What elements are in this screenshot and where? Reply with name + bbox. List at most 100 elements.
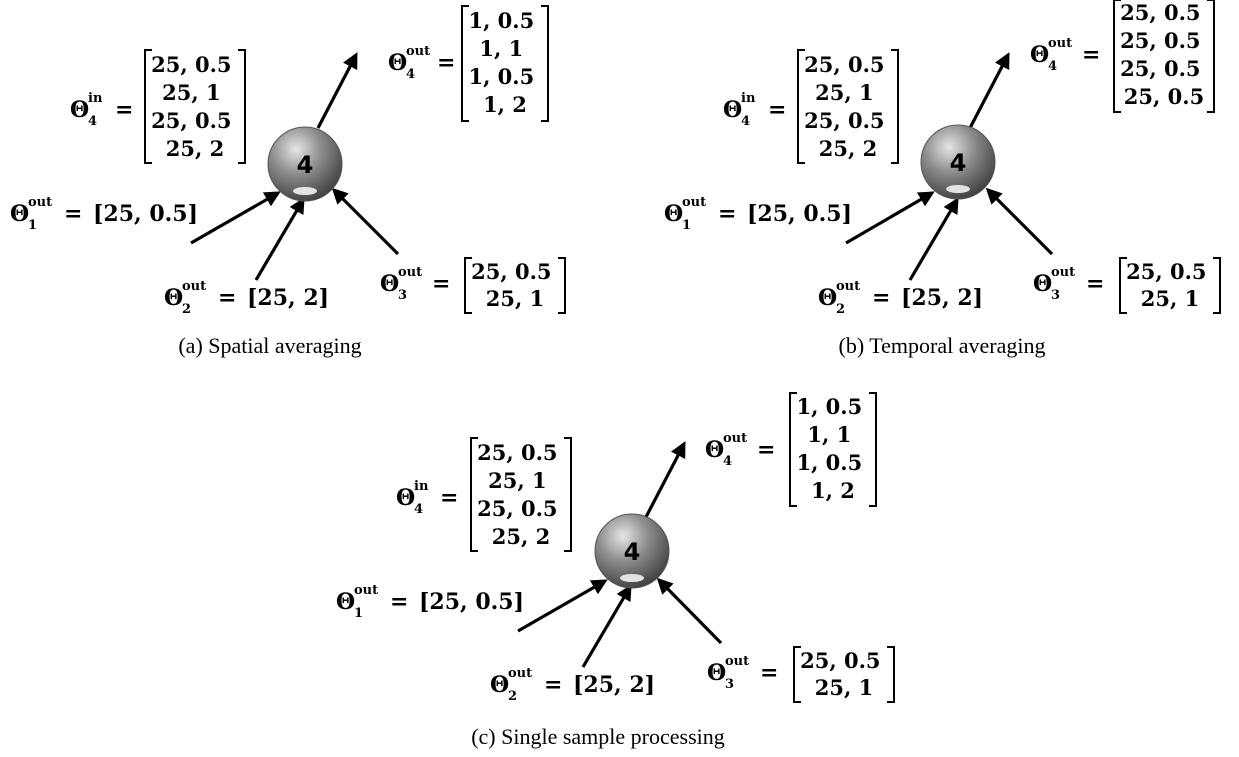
theta-out-2-label: Θ out 2 = [25, 2] xyxy=(490,666,655,704)
panel-c: 4 Θ in 4 = 25, 0.5 25, 1 25, 0.5 25, 2 Θ… xyxy=(336,392,895,749)
svg-text:=: = xyxy=(1082,42,1100,68)
svg-text:=: = xyxy=(440,485,458,511)
svg-text:=: = xyxy=(432,271,450,297)
svg-text:out: out xyxy=(508,666,532,681)
bracket-left xyxy=(144,49,152,164)
arrow-in-3 xyxy=(985,187,1054,256)
svg-text:Θ: Θ xyxy=(723,97,742,123)
svg-text:in: in xyxy=(741,91,756,106)
svg-text:=: = xyxy=(760,660,778,686)
svg-text:=: = xyxy=(115,97,133,123)
theta-out-1-label: Θ out 1 = [25, 0.5] xyxy=(664,195,852,233)
theta-out-3-label: Θ out 3 = 25, 0.5 25, 1 xyxy=(1033,257,1221,314)
svg-text:out: out xyxy=(1048,36,1072,51)
svg-text:4: 4 xyxy=(406,67,415,82)
arrow-in-1 xyxy=(190,191,281,245)
svg-text:25, 0.5 25, 1: 25, 0.5 25, 1 25, 0.5 25, 2 xyxy=(151,52,239,161)
svg-text:Θ: Θ xyxy=(664,201,683,227)
svg-text:out: out xyxy=(406,44,430,59)
svg-text:[25, 2]: [25, 2] xyxy=(901,285,983,311)
node-label: 4 xyxy=(624,538,641,566)
svg-text:Θ: Θ xyxy=(70,97,89,123)
caption: (c) Single sample processing xyxy=(471,724,725,749)
svg-text:25, 0.5 25, 0.5: 25, 0.5 25, 0.5 25, 0.5 25, 0.5 xyxy=(1120,0,1208,109)
arrow-in-1 xyxy=(517,579,608,633)
panel-b: 4 Θ in 4 = 25, 0.5 25, 1 25, 0.5 25, 2 Θ… xyxy=(664,0,1221,358)
svg-text:1: 1 xyxy=(682,218,691,233)
arrow-out-4 xyxy=(968,52,1010,129)
svg-text:Θ: Θ xyxy=(818,285,837,311)
svg-text:Θ: Θ xyxy=(396,485,415,511)
svg-text:1, 0.5 1, 1 1,: 1, 0.5 1, 1 1, 0.5 1, 2 xyxy=(468,8,541,117)
svg-text:out: out xyxy=(836,279,860,294)
svg-text:4: 4 xyxy=(723,454,732,469)
svg-text:[25, 0.5]: [25, 0.5] xyxy=(93,201,198,227)
svg-text:=: = xyxy=(718,201,736,227)
svg-text:out: out xyxy=(682,195,706,210)
svg-text:3: 3 xyxy=(1051,288,1060,303)
svg-text:Θ: Θ xyxy=(705,437,724,463)
svg-text:out: out xyxy=(354,583,378,598)
svg-text:out: out xyxy=(1051,265,1075,280)
svg-text:Θ: Θ xyxy=(164,285,183,311)
arrow-in-3 xyxy=(331,187,400,256)
arrow-out-4 xyxy=(316,52,358,129)
svg-text:25, 0.5 25, 1: 25, 0.5 25, 1 xyxy=(1126,259,1214,311)
svg-text:Θ: Θ xyxy=(490,672,509,698)
svg-text:25, 0.5 25, 1: 25, 0.5 25, 1 xyxy=(471,259,559,311)
svg-text:1: 1 xyxy=(354,606,363,621)
theta-in-label: Θ in 4 = 25, 0.5 25, 1 25, 0.5 25, 2 xyxy=(396,437,572,552)
svg-text:out: out xyxy=(398,265,422,280)
theta-out-2-label: Θ out 2 = [25, 2] xyxy=(164,279,329,317)
svg-text:=: = xyxy=(872,285,890,311)
svg-text:=: = xyxy=(757,437,775,463)
bracket-right xyxy=(238,49,246,164)
svg-text:Θ: Θ xyxy=(388,50,407,76)
svg-text:Θ: Θ xyxy=(1030,42,1049,68)
theta-out-4-label: Θ out 4 = 1, 0.5 1, 1 1, 0.5 1, 2 xyxy=(705,392,877,507)
svg-text:Θ: Θ xyxy=(336,589,355,615)
arrow-in-2 xyxy=(908,197,959,281)
node-4: 4 xyxy=(594,513,670,589)
arrow-in-3 xyxy=(656,577,723,645)
svg-text:2: 2 xyxy=(508,689,517,704)
theta-out-3-label: Θ out 3 = 25, 0.5 25, 1 xyxy=(707,646,895,703)
node-4: 4 xyxy=(920,124,996,200)
svg-text:3: 3 xyxy=(725,677,734,692)
svg-text:4: 4 xyxy=(1048,59,1057,74)
svg-text:Θ: Θ xyxy=(10,201,29,227)
svg-text:=: = xyxy=(544,672,562,698)
node-label: 4 xyxy=(297,151,314,179)
svg-text:4: 4 xyxy=(88,114,97,129)
arrow-in-1 xyxy=(845,191,935,245)
svg-text:1, 0.5 1, 1 1,: 1, 0.5 1, 1 1, 0.5 1, 2 xyxy=(796,394,869,503)
svg-text:25, 0.5 25, 1: 25, 0.5 25, 1 25, 0.5 25, 2 xyxy=(477,440,565,549)
svg-text:Θ: Θ xyxy=(1033,271,1052,297)
caption: (a) Spatial averaging xyxy=(178,333,361,358)
svg-text:[25, 0.5]: [25, 0.5] xyxy=(419,589,524,615)
svg-text:25, 0.5 25, 1: 25, 0.5 25, 1 xyxy=(800,648,888,700)
svg-text:out: out xyxy=(723,431,747,446)
node-4: 4 xyxy=(267,126,343,202)
svg-text:in: in xyxy=(414,479,429,494)
theta-out-4-label: Θ out 4 = 25, 0.5 25, 0.5 25, 0.5 25, 0.… xyxy=(1030,0,1215,113)
svg-text:out: out xyxy=(725,654,749,669)
theta-out-2-label: Θ out 2 = [25, 2] xyxy=(818,279,983,317)
svg-text:4: 4 xyxy=(741,114,750,129)
arrow-in-2 xyxy=(254,197,305,281)
svg-text:1: 1 xyxy=(28,218,37,233)
svg-text:=: = xyxy=(64,201,82,227)
svg-text:=: = xyxy=(218,285,236,311)
arrow-out-4 xyxy=(644,441,686,518)
svg-text:Θ: Θ xyxy=(380,271,399,297)
theta-out-4-label: Θ out 4 = 1, 0.5 1, 1 1, 0.5 1, 2 xyxy=(388,5,549,122)
theta-out-3-label: Θ out 3 = 25, 0.5 25, 1 xyxy=(380,257,566,314)
svg-text:2: 2 xyxy=(182,302,191,317)
svg-text:=: = xyxy=(1086,271,1104,297)
svg-text:25, 0.5 25, 1: 25, 0.5 25, 1 25, 0.5 25, 2 xyxy=(804,52,892,161)
svg-text:Θ: Θ xyxy=(707,660,726,686)
node-label: 4 xyxy=(950,149,967,177)
arrow-in-2 xyxy=(581,584,632,668)
theta-in-label: Θ in 4 = 25, 0.5 25, 1 25, 0.5 25, 2 xyxy=(70,49,246,164)
